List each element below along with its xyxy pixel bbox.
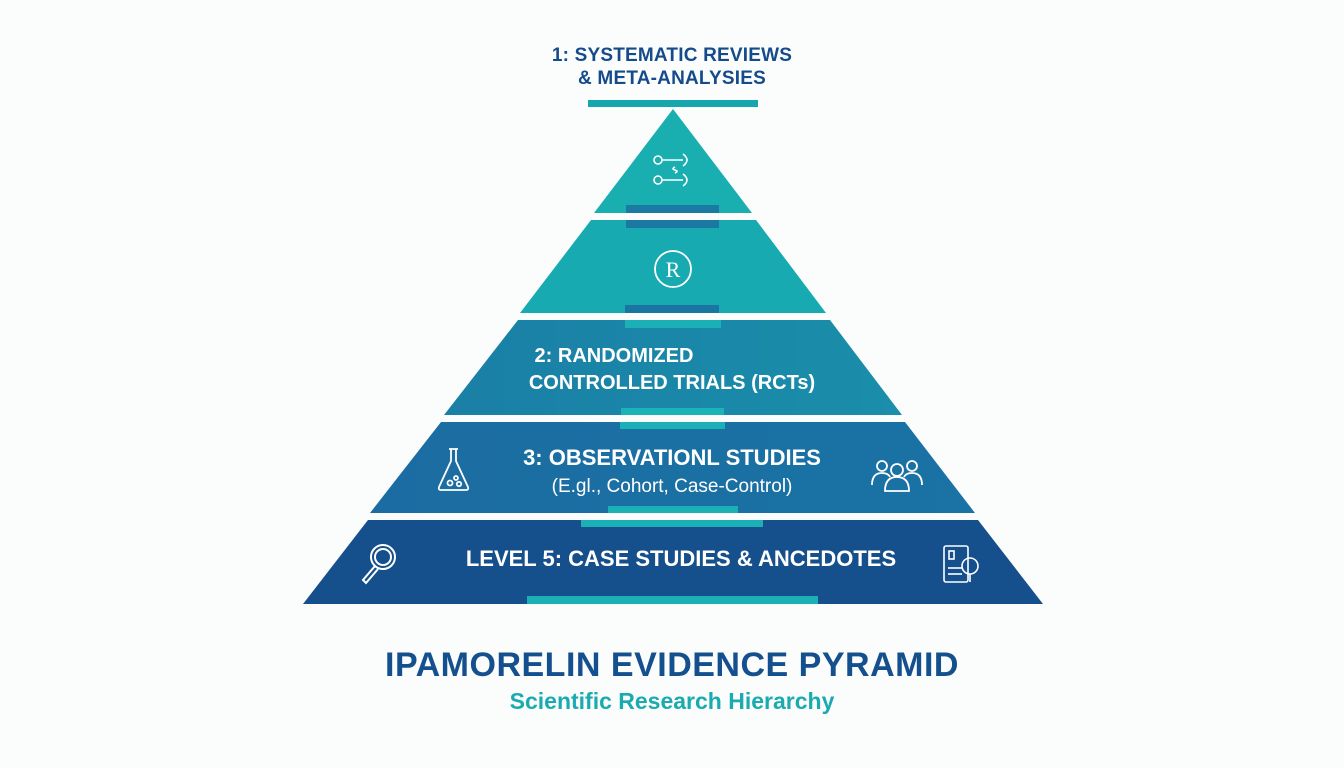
flask-icon [437, 448, 470, 491]
tier-2-top-bar [626, 220, 719, 228]
tier-4-line1: 3: OBSERVATIONL STUDIES [523, 445, 821, 470]
tier-3 [444, 320, 902, 415]
tier-3-bar [621, 408, 724, 415]
tier-4 [370, 422, 975, 513]
document-search-icon [943, 545, 979, 583]
svg-text:R: R [666, 257, 681, 282]
pyramid-subtitle: Scientific Research Hierarchy [509, 688, 835, 714]
tier-2 [520, 220, 826, 313]
top-level-label: 1: SYSTEMATIC REVIEWS & META-ANALYSIES [0, 44, 1344, 90]
magnifier-icon [361, 544, 396, 585]
tier-1-bar [626, 205, 719, 213]
tier-3-top-bar [625, 320, 721, 328]
registered-r-icon: R [654, 250, 692, 288]
tier-3-line2: CONTROLLED TRIALS (RCTs) [529, 372, 815, 394]
top-label-line1: 1: SYSTEMATIC REVIEWS [551, 45, 793, 66]
apex-bar [588, 100, 758, 107]
pyramid-title: IPAMORELIN EVIDENCE PYRAMID [385, 646, 959, 684]
tier-4-line2: (E.gl., Cohort, Case-Control) [552, 476, 793, 497]
tier-5-line1: LEVEL 5: CASE STUDIES & ANCEDOTES [466, 546, 896, 571]
top-label-line2: & META-ANALYSIES [578, 68, 766, 89]
tier-5-top-bar [581, 520, 763, 527]
tier-5 [303, 520, 1043, 604]
tier-4-bar [608, 506, 738, 513]
tier-3-line1: 2: RANDOMIZED [535, 345, 694, 367]
flow-arrows-icon [653, 153, 688, 187]
tier-5-bar [527, 596, 818, 604]
people-group-icon [871, 460, 923, 492]
tier-1 [594, 109, 752, 213]
tier-4-top-bar [620, 422, 725, 429]
tier-2-bar [625, 305, 719, 313]
